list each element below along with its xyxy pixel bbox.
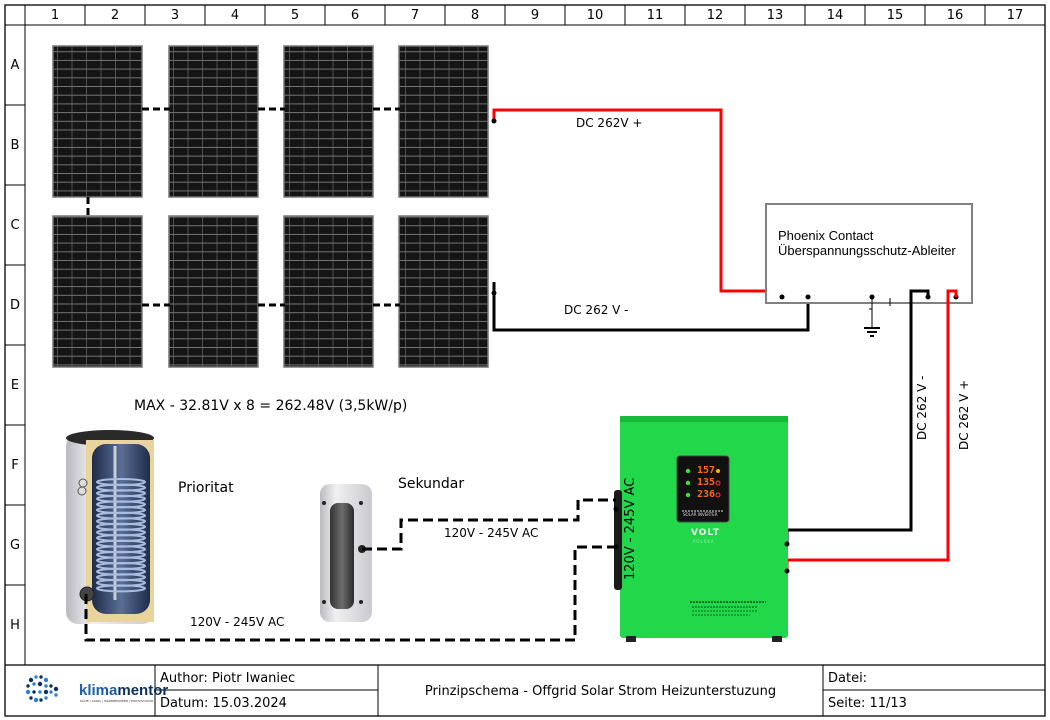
- logo-dot: [37, 681, 43, 687]
- ground-symbol: [864, 297, 880, 337]
- inverter-panel-label: SOLAR INVERTER: [683, 512, 718, 517]
- logo-dot: [29, 696, 33, 700]
- grid-row-C: C: [10, 217, 20, 233]
- dc-plus-cable-top: [492, 108, 784, 297]
- logo-text: klimamentor: [79, 683, 168, 698]
- priority-tank-label: Prioritat: [178, 480, 234, 496]
- inverter-display-2: 135: [697, 477, 716, 488]
- logo-text-klima: klima: [79, 682, 118, 699]
- logo-dot: [32, 690, 36, 694]
- grid-column-2: 2: [110, 7, 120, 23]
- dc-minus-vertical-label: DC 262 V -: [915, 375, 929, 440]
- grid-column-13: 13: [766, 7, 784, 23]
- grid-column-5: 5: [290, 7, 300, 23]
- logo-dot: [28, 677, 34, 683]
- solar-panel: [168, 45, 259, 198]
- surge-protector-name: Phoenix Contact: [778, 228, 874, 243]
- logo-dot: [33, 697, 39, 703]
- solar-panel: [283, 215, 374, 368]
- logo-dot: [44, 684, 48, 688]
- logo-dot: [49, 690, 53, 694]
- logo-dot: [32, 682, 36, 686]
- logo-dot: [39, 675, 43, 679]
- solar-panel: [168, 215, 259, 368]
- logo-dot: [39, 698, 43, 702]
- grid-row-H: H: [10, 617, 20, 633]
- file-field: Datei:: [828, 670, 868, 686]
- secondary-water-tank: [320, 484, 372, 622]
- dc-plus-vertical-label: DC 262 V +: [957, 379, 971, 450]
- grid-row-E: E: [10, 377, 20, 393]
- surge-protector-type: Überspannungsschutz-Ableiter: [778, 243, 956, 258]
- logo-dot: [43, 677, 49, 683]
- grid-column-10: 10: [586, 7, 604, 23]
- ac-cable-secondary: [362, 498, 616, 551]
- max-voltage-formula: MAX - 32.81V x 8 = 262.48V (3,5kW/p): [134, 398, 408, 414]
- grid-column-1: 1: [50, 7, 60, 23]
- grid-column-8: 8: [470, 7, 480, 23]
- grid-column-15: 15: [886, 7, 904, 23]
- grid-row-D: D: [9, 297, 20, 313]
- dc-plus-label: DC 262V +: [576, 116, 643, 130]
- solar-panel: [283, 45, 374, 198]
- ac-lower-label: 120V - 245V AC: [190, 615, 285, 629]
- logo-dot: [49, 684, 53, 688]
- ac-upper-label: 120V - 245V AC: [444, 526, 539, 540]
- logo-dot: [34, 675, 38, 679]
- dc-minus-label: DC 262 V -: [564, 303, 629, 317]
- secondary-tank-label: Sekundar: [398, 476, 465, 492]
- inverter-ac-label: 120V - 245V AC: [623, 477, 638, 580]
- solar-inverter: [614, 416, 790, 642]
- grid-column-3: 3: [170, 7, 180, 23]
- logo-dot: [26, 684, 30, 688]
- inverter-display-3: 236: [697, 489, 716, 500]
- grid-row-A: A: [10, 57, 20, 73]
- logo-dot: [25, 689, 31, 695]
- page-field: Seite: 11/13: [828, 695, 907, 711]
- solar-panel: [52, 215, 143, 368]
- logo-dot: [44, 696, 48, 700]
- logo-dot: [43, 689, 49, 695]
- panel-interconnects: [86, 107, 400, 307]
- grid-column-4: 4: [230, 7, 240, 23]
- grid-row-F: F: [11, 457, 19, 473]
- inverter-brand: VOLT: [691, 528, 720, 538]
- logo-dot: [54, 693, 58, 697]
- grid-row-G: G: [9, 537, 21, 553]
- author-field: Author: Piotr Iwaniec: [160, 670, 296, 686]
- heating-coil-turn: [96, 584, 146, 593]
- surge-protector-box: [765, 203, 973, 304]
- date-field: Datum: 15.03.2024: [160, 695, 287, 711]
- grid-column-17: 17: [1006, 7, 1024, 23]
- grid-column-7: 7: [410, 7, 420, 23]
- inverter-sub-brand: POLSKA: [693, 539, 715, 544]
- ac-cable-priority: [84, 545, 616, 642]
- inverter-display-1: 157: [697, 465, 716, 476]
- grid-column-14: 14: [826, 7, 844, 23]
- grid-column-12: 12: [706, 7, 724, 23]
- grid-column-6: 6: [350, 7, 360, 23]
- logo-tagline: KÄLTE | KLIMA | WÄRMEPUMPEN | PHOTOVOLTA…: [80, 699, 154, 703]
- grid-row-B: B: [10, 137, 20, 153]
- logo-dot: [38, 690, 42, 694]
- solar-panel: [398, 45, 489, 198]
- klimamentor-logo-icon: [25, 675, 59, 703]
- solar-panel: [398, 215, 489, 368]
- dc-minus-cable-top: [492, 282, 810, 332]
- solar-panel: [52, 45, 143, 198]
- grid-column-16: 16: [946, 7, 964, 23]
- priority-water-tank: [66, 430, 154, 624]
- grid-column-11: 11: [646, 7, 664, 23]
- logo-dot: [53, 686, 59, 692]
- logo-text-mentor: mentor: [117, 682, 169, 699]
- drawing-title: Prinzipschema - Offgrid Solar Strom Heiz…: [424, 683, 777, 699]
- grid-column-9: 9: [530, 7, 540, 23]
